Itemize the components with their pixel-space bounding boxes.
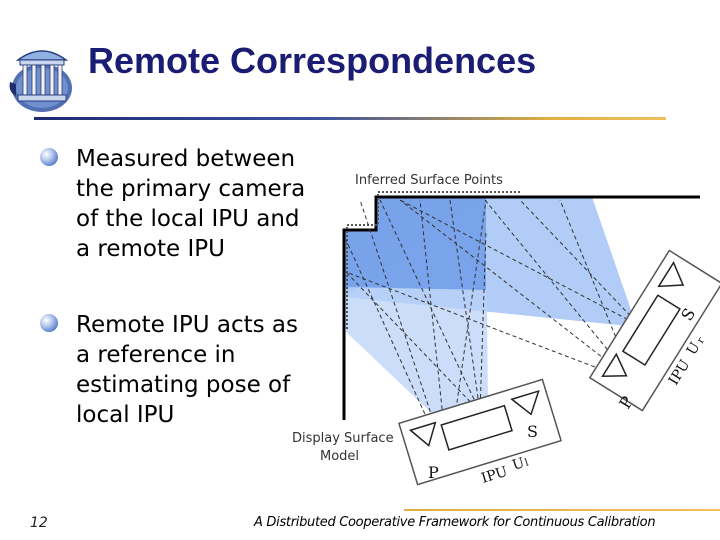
display-surface-label-2: Model: [320, 449, 359, 464]
university-logo: [9, 50, 72, 112]
bullet-icon: [40, 314, 58, 332]
local-ipu: [397, 378, 563, 486]
local-projector-label: P: [428, 463, 439, 482]
slide-title: Remote Correspondences: [88, 40, 537, 81]
remote-ipu-subscript: r: [695, 336, 707, 346]
overlap-region: [344, 197, 486, 290]
local-ipu-u-label: U: [510, 455, 526, 474]
title-underline: [34, 117, 666, 120]
bullet-icon: [40, 148, 58, 166]
inferred-points: [346, 191, 520, 330]
footer-rule: [404, 509, 720, 511]
remote-ipu: [588, 249, 720, 412]
display-surface: [342, 195, 700, 420]
slide-number: 12: [30, 515, 48, 531]
bullet-text-2: Remote IPU acts as a reference in estima…: [76, 312, 298, 428]
local-ipu-label: IPU: [479, 464, 509, 487]
ipu-diagram: P S IPU U l P S IPU U r Inferred Surface…: [292, 173, 720, 487]
local-camera-label: S: [527, 422, 538, 441]
display-surface-label-1: Display Surface: [292, 431, 394, 446]
bullet-text-1: Measured between the primary camera of t…: [76, 146, 306, 262]
inferred-points-label: Inferred Surface Points: [355, 173, 503, 188]
local-ipu-subscript: l: [524, 457, 530, 468]
footer-text: A Distributed Cooperative Framework for …: [254, 515, 656, 530]
